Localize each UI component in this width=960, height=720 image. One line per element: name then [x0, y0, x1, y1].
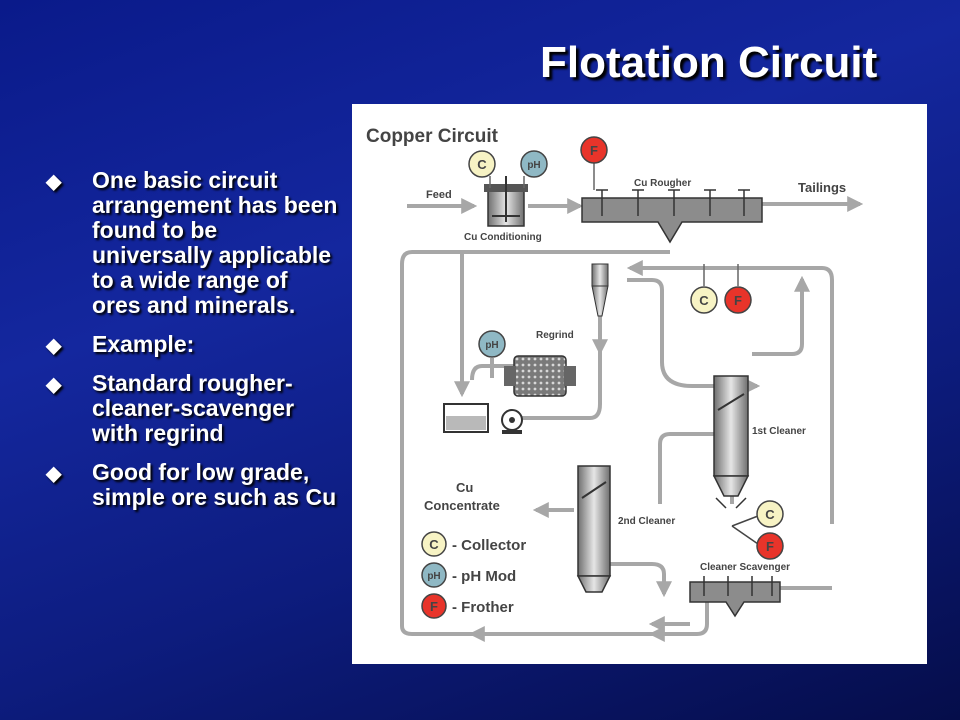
- frother-reagent-icon: [724, 286, 752, 314]
- cyclone-to-cleaner-pipe: [627, 278, 761, 394]
- collector-reagent-icon: [468, 150, 496, 178]
- frother-reagent-icon: [580, 136, 608, 164]
- pump: [501, 409, 523, 434]
- cleaner1-overflow-pipe: [752, 275, 810, 356]
- left-loop-pipe: [400, 250, 709, 636]
- legend-label: - Frother: [452, 599, 514, 616]
- bullet-list: ◆ One basic circuit arrangement has been …: [42, 168, 342, 524]
- bullet-item: ◆ Example:: [42, 331, 342, 358]
- legend-collector-icon: [421, 531, 447, 557]
- cleaner-scavenger-bank: [689, 576, 781, 618]
- mill-discharge-pipe: [470, 364, 566, 381]
- legend-symbol: pH: [427, 571, 440, 582]
- collector-symbol: C: [699, 293, 709, 308]
- legend-ph-icon: [421, 562, 447, 588]
- bullet-text: Good for low grade, simple ore such as C…: [92, 459, 337, 510]
- legend-label: - pH Mod: [452, 568, 516, 585]
- ph-reagent-icon: [478, 330, 506, 358]
- collector-reagent-icon: [756, 500, 784, 528]
- frother-reagent-icon: [756, 532, 784, 560]
- first-cleaner-column: [712, 375, 750, 509]
- cu-rougher-label: Cu Rougher: [634, 178, 691, 189]
- ph-symbol: pH: [527, 160, 540, 171]
- cu-concentrate-label: Cu: [456, 480, 473, 495]
- legend-frother-icon: [421, 593, 447, 619]
- pump-to-cyclone-pipe: [520, 276, 602, 420]
- legend-symbol: F: [430, 599, 438, 614]
- first-cleaner-label: 1st Cleaner: [752, 426, 806, 437]
- collector-reagent-icon: [690, 286, 718, 314]
- cu-conditioning-label: Cu Conditioning: [464, 232, 542, 243]
- diagram-title: Copper Circuit: [366, 126, 499, 147]
- feed-label: Feed: [426, 189, 452, 201]
- cleaner-recycle-riser: [821, 266, 834, 524]
- bullet-item: ◆ Standard rougher-cleaner-scavenger with…: [42, 371, 342, 446]
- cleaner-scavenger-label: Cleaner Scavenger: [700, 562, 790, 573]
- second-cleaner-label: 2nd Cleaner: [618, 516, 675, 527]
- collector-symbol: C: [477, 157, 487, 172]
- cu-conditioning-tank: [484, 176, 528, 227]
- cu-rougher-bank: [581, 189, 763, 244]
- bullet-text: Standard rougher-cleaner-scavenger with …: [92, 370, 295, 446]
- copper-circuit-diagram: Copper Circuit: [366, 126, 864, 642]
- bullet-text: Example:: [92, 331, 195, 357]
- flow-pipes: [400, 196, 864, 642]
- sump-tank: [443, 403, 489, 433]
- regrind-label: Regrind: [536, 330, 574, 341]
- collector-symbol: C: [765, 507, 775, 522]
- regrind-mill: [504, 355, 576, 397]
- frother-symbol: F: [734, 293, 742, 308]
- ph-symbol: pH: [485, 340, 498, 351]
- diamond-bullet-icon: ◆: [46, 463, 62, 485]
- slide-title: Flotation Circuit: [540, 38, 878, 87]
- frother-symbol: F: [766, 539, 774, 554]
- cu-concentrate-label: Concentrate: [424, 498, 500, 513]
- flow-diagram-panel: Copper Circuit: [352, 104, 927, 664]
- diamond-bullet-icon: ◆: [46, 171, 62, 193]
- legend-label: - Collector: [452, 537, 526, 554]
- diamond-bullet-icon: ◆: [46, 374, 62, 396]
- cleaner2-to-scavenger-pipe: [610, 562, 672, 598]
- bullet-text: One basic circuit arrangement has been f…: [92, 167, 338, 318]
- tailings-label: Tailings: [798, 180, 846, 195]
- bullet-item: ◆ One basic circuit arrangement has been …: [42, 168, 342, 318]
- frother-symbol: F: [590, 143, 598, 158]
- second-cleaner-column: [576, 465, 612, 593]
- legend-symbol: C: [429, 537, 439, 552]
- bullet-item: ◆ Good for low grade, simple ore such as …: [42, 460, 342, 510]
- cyclone: [591, 263, 609, 317]
- diamond-bullet-icon: ◆: [46, 335, 62, 357]
- ph-reagent-icon: [520, 150, 548, 178]
- legend: C - Collector pH - pH Mod F - Frother: [421, 531, 526, 619]
